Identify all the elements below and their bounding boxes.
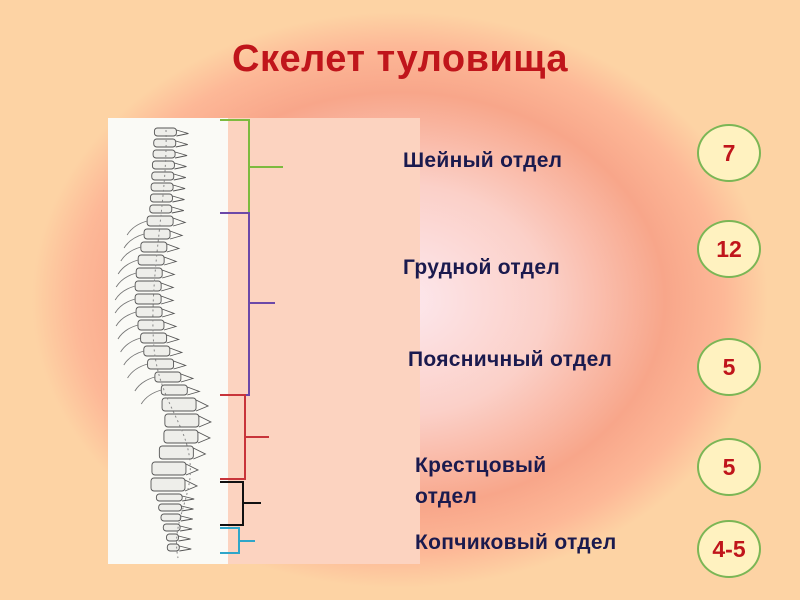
vertebra bbox=[136, 268, 162, 278]
vertebra bbox=[165, 414, 199, 427]
vertebra bbox=[155, 372, 181, 382]
label-thoracic: Грудной отдел bbox=[403, 252, 560, 283]
slide-title: Скелет туловища bbox=[0, 38, 800, 81]
count-badge-thoracic: 12 bbox=[697, 220, 761, 278]
vertebra bbox=[138, 320, 164, 330]
vertebra bbox=[156, 494, 182, 501]
label-cervical: Шейный отдел bbox=[403, 145, 562, 176]
vertebra bbox=[153, 150, 175, 158]
vertebra bbox=[159, 446, 193, 459]
vertebra bbox=[154, 128, 176, 136]
vertebra bbox=[154, 139, 176, 147]
coccygeal-bracket bbox=[220, 528, 255, 553]
vertebra bbox=[164, 430, 198, 443]
vertebra bbox=[148, 359, 174, 369]
count-badge-lumbar: 5 bbox=[697, 338, 761, 396]
count-badge-sacral: 5 bbox=[697, 438, 761, 496]
count-badge-coccygeal: 4-5 bbox=[697, 520, 761, 578]
label-coccygeal: Копчиковый отдел bbox=[415, 527, 617, 558]
vertebra bbox=[151, 183, 173, 191]
vertebra bbox=[136, 307, 162, 317]
vertebra bbox=[144, 229, 170, 239]
sacral-bracket bbox=[220, 482, 261, 525]
vertebra bbox=[167, 544, 179, 551]
vertebra bbox=[150, 194, 172, 202]
label-sacral: Крестцовый отдел bbox=[415, 450, 610, 512]
lumbar-bracket bbox=[220, 395, 269, 479]
cervical-bracket bbox=[220, 120, 283, 213]
vertebra bbox=[159, 504, 182, 511]
vertebra bbox=[141, 242, 167, 252]
thoracic-bracket bbox=[220, 213, 275, 395]
vertebra bbox=[152, 462, 186, 475]
vertebra bbox=[135, 281, 161, 291]
vertebra bbox=[141, 333, 167, 343]
vertebra bbox=[161, 514, 181, 521]
vertebra bbox=[151, 478, 185, 491]
count-badge-cervical: 7 bbox=[697, 124, 761, 182]
vertebra bbox=[150, 205, 172, 213]
vertebra bbox=[144, 346, 170, 356]
vertebra bbox=[163, 524, 180, 531]
label-lumbar: Поясничный отдел bbox=[408, 344, 613, 375]
vertebra bbox=[138, 255, 164, 265]
spine-illustration bbox=[108, 118, 228, 564]
vertebra bbox=[152, 161, 174, 169]
vertebra bbox=[152, 172, 174, 180]
vertebra bbox=[162, 398, 196, 411]
section-brackets bbox=[215, 115, 295, 565]
vertebra bbox=[135, 294, 161, 304]
